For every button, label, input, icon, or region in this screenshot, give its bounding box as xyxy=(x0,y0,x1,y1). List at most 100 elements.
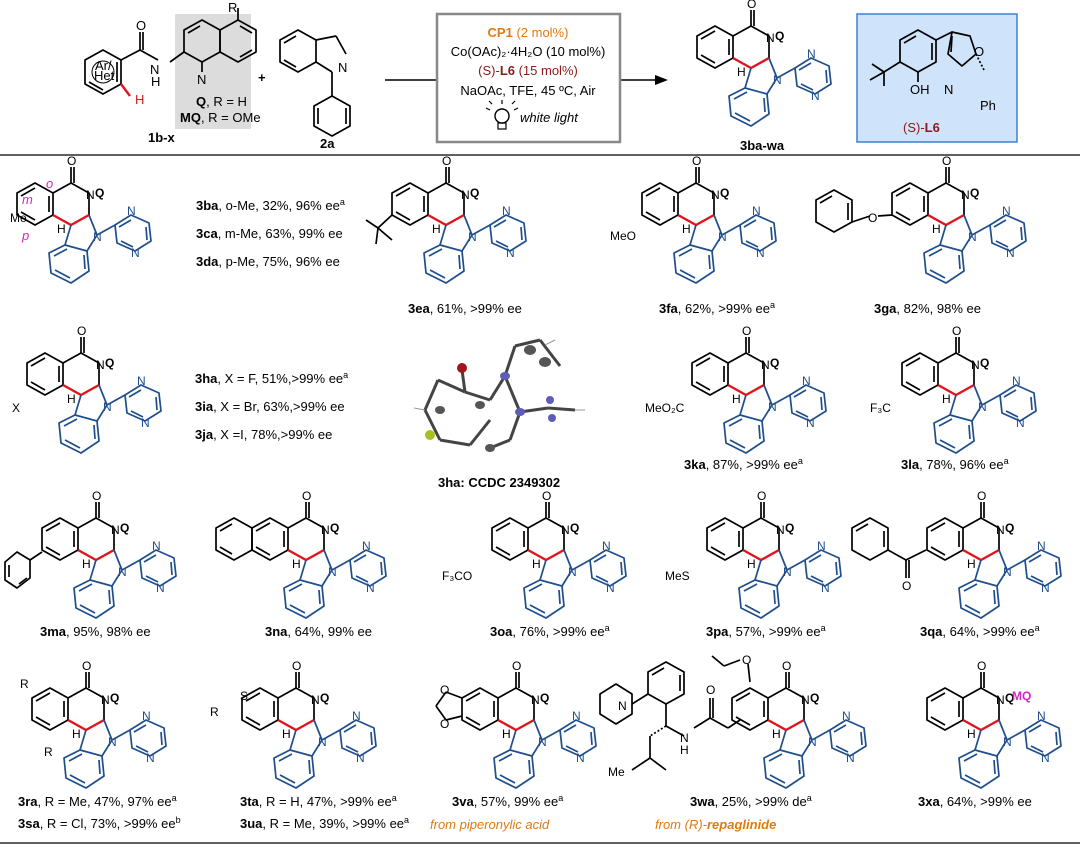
sub-mq-3xa: MQ xyxy=(1012,689,1031,703)
ether-o-3wa: O xyxy=(742,653,751,667)
caption-3pa: 3pa, 57%, >99% eea xyxy=(706,623,826,639)
phenoxy-3ga xyxy=(815,189,893,233)
structure-3qa xyxy=(925,487,1063,620)
caption-3ia: 3ia, X = Br, 63%,>99% ee xyxy=(195,399,345,414)
amide-h-1: H xyxy=(151,74,160,89)
caption-3ca: 3ca, m-Me, 63%, 99% ee xyxy=(196,226,343,241)
caption-3ua: 3ua, R = Me, 39%, >99% eea xyxy=(240,815,409,831)
cond-cp1: CP1 xyxy=(488,25,513,40)
product-captions: 3ba, o-Me, 32%, 96% eea 3ca, m-Me, 63%, 9… xyxy=(18,197,1040,831)
substrate-r: R xyxy=(228,0,237,15)
sub-f3co: F₃CO xyxy=(442,569,472,583)
ligand-label-pre: (S)- xyxy=(903,120,925,135)
note-repaglinide: from (R)-repaglinide xyxy=(655,817,776,832)
caption-3ka: 3ka, 87%, >99% eea xyxy=(684,456,803,472)
structure-3ma xyxy=(40,487,178,620)
arhet-top: Ar/ xyxy=(95,58,112,73)
benzoyl-3qa xyxy=(851,517,927,578)
ligand-label: (S)-L6 xyxy=(903,120,940,135)
cond-line1: CP1 (2 mol%) xyxy=(488,25,569,40)
product-label: 3ba-wa xyxy=(740,138,785,153)
cond-white-light: white light xyxy=(520,110,579,125)
structure-3pa xyxy=(705,487,843,620)
structure-3ha-ja xyxy=(25,322,163,455)
sub-me-3wa: Me xyxy=(608,765,625,779)
structure-3wa xyxy=(730,657,868,790)
dioxole-3va xyxy=(435,691,463,721)
structure-3xa xyxy=(925,657,1063,790)
ch-red-h: H xyxy=(135,92,144,107)
q-def-line: Q, R = H xyxy=(196,94,247,109)
caption-3da: 3da, p-Me, 75%, 96% ee xyxy=(196,254,340,269)
structure-3oa xyxy=(490,487,628,620)
carbonyl-o-1: O xyxy=(136,18,146,33)
cond-line2: Co(OAc)₂·4H₂O (10 mol%) xyxy=(451,44,606,59)
caption-3ta: 3ta, R = H, 47%, >99% eea xyxy=(240,793,397,809)
xray-caption: 3ha: CCDC 2349302 xyxy=(438,475,560,490)
mq-def-bold: MQ xyxy=(180,110,201,125)
structure-3ka xyxy=(690,322,828,455)
caption-3ra: 3ra, R = Me, 47%, 97% eea xyxy=(18,793,177,809)
sub-meo2c: MeO₂C xyxy=(645,401,685,415)
caption-3va: 3va, 57%, 99% eea xyxy=(452,793,563,809)
ligand-o: O xyxy=(974,44,984,59)
ketone-o-3qa: O xyxy=(902,579,911,593)
ligand-oh: OH xyxy=(910,82,930,97)
reagent-2a-structure xyxy=(279,29,351,137)
substrate-1b-x xyxy=(84,8,257,129)
phenyl-3ma xyxy=(4,551,43,589)
structure-3ea xyxy=(390,152,528,285)
structure-3fa xyxy=(640,152,778,285)
structure-3na xyxy=(250,487,388,620)
sub-meo: MeO xyxy=(610,229,636,243)
caption-3oa: 3oa, 76%, >99% eea xyxy=(490,623,610,639)
caption-3ja: 3ja, X =I, 78%,>99% ee xyxy=(195,427,332,442)
structure-3va xyxy=(460,657,598,790)
caption-3wa: 3wa, 25%, >99% dea xyxy=(690,793,812,809)
caption-3ea: 3ea, 61%, >99% ee xyxy=(408,301,522,316)
caption-3la: 3la, 78%, 96% eea xyxy=(901,456,1009,472)
q-def-bold: Q xyxy=(196,94,206,109)
ligand-n: N xyxy=(944,82,953,97)
pos-m: m xyxy=(22,192,33,207)
q-def-rest: , R = H xyxy=(206,94,247,109)
cond-line4: NaOAc, TFE, 45 ºC, Air xyxy=(460,83,596,98)
amide-n-1: N xyxy=(150,62,159,77)
amide-h-3wa: H xyxy=(680,743,689,757)
structure-3la xyxy=(900,322,1038,455)
substrate-label: 1b-x xyxy=(148,130,176,145)
cond-l6-rest: (15 mol%) xyxy=(515,63,578,78)
reagent-label: 2a xyxy=(320,136,335,151)
mq-def-rest: , R = OMe xyxy=(201,110,261,125)
ether-o-3ga: O xyxy=(868,211,877,225)
plus-sign: + xyxy=(258,70,266,85)
dioxole-o1: O xyxy=(440,683,449,697)
pos-p: p xyxy=(21,228,29,243)
quinoline-n: N xyxy=(197,72,206,87)
sub-x: X xyxy=(12,401,20,415)
caption-3ga: 3ga, 82%, 98% ee xyxy=(874,301,981,316)
ligand-label-bold: L6 xyxy=(925,120,940,135)
indole-n: N xyxy=(338,60,347,75)
arhet-bot: Het xyxy=(94,68,115,83)
cond-l6-pre: (S)- xyxy=(478,63,500,78)
sub-mes: MeS xyxy=(665,569,690,583)
lightbulb-icon xyxy=(485,100,519,130)
caption-3ma: 3ma, 95%, 98% ee xyxy=(40,624,151,639)
cond-cp1-rest: (2 mol%) xyxy=(513,25,569,40)
note-repaglinide-pre: from (R)- xyxy=(655,817,708,832)
caption-3qa: 3qa, 64%, >99% eea xyxy=(920,623,1040,639)
sub-r-3ta: R xyxy=(210,705,219,719)
caption-3xa: 3xa, 64%, >99% ee xyxy=(918,794,1032,809)
sub-r1-3ra: R xyxy=(20,677,29,691)
conditions-box xyxy=(435,12,622,144)
caption-3sa: 3sa, R = Cl, 73%, >99% eeb xyxy=(18,815,181,831)
structure-3ra-sa xyxy=(30,657,168,790)
note-repaglinide-bold: repaglinide xyxy=(707,817,776,832)
caption-3fa: 3fa, 62%, >99% eea xyxy=(659,300,775,316)
structure-3ga xyxy=(890,152,1028,285)
cond-l6: L6 xyxy=(500,63,515,78)
structure-3ba-da xyxy=(15,152,153,285)
caption-3ba: 3ba, o-Me, 32%, 96% eea xyxy=(196,197,345,213)
